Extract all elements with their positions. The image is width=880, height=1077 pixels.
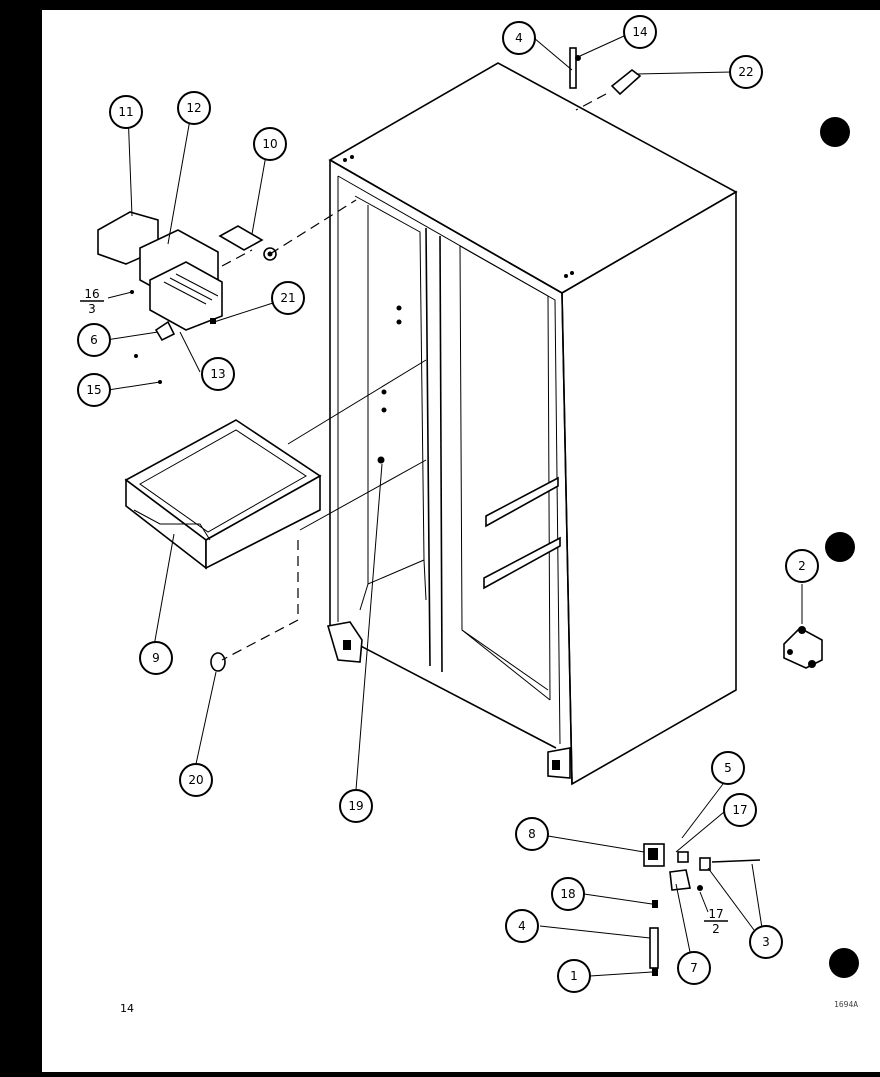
callout-label: 17 bbox=[732, 803, 747, 817]
callout-c13: 13 bbox=[201, 357, 235, 391]
screw-19 bbox=[377, 456, 385, 464]
callout-c2: 2 bbox=[785, 549, 819, 583]
callout-circle bbox=[515, 817, 549, 851]
callout-c11: 11 bbox=[109, 95, 143, 129]
callout-c19: 19 bbox=[339, 789, 373, 823]
callout-circle bbox=[785, 549, 819, 583]
callout-c12: 12 bbox=[177, 91, 211, 125]
callout-c5: 5 bbox=[711, 751, 745, 785]
page-number: 14 bbox=[120, 1002, 134, 1015]
refrigerator-cabinet bbox=[326, 62, 738, 786]
callout-c3: 3 bbox=[749, 925, 783, 959]
callout-circle bbox=[502, 21, 536, 55]
callout-label: 2 bbox=[798, 559, 806, 573]
fraction-label-17-2: 17 2 bbox=[704, 907, 728, 936]
callout-circle bbox=[749, 925, 783, 959]
callout-circle bbox=[253, 127, 287, 161]
fraction-denominator: 3 bbox=[88, 302, 96, 316]
callout-label: 4 bbox=[518, 919, 526, 933]
callout-label: 7 bbox=[690, 961, 698, 975]
callout-circle bbox=[271, 281, 305, 315]
callout-label: 8 bbox=[528, 827, 536, 841]
callout-label: 19 bbox=[348, 799, 363, 813]
callout-circle bbox=[623, 15, 657, 49]
punch-hole-middle bbox=[825, 532, 855, 562]
callout-circle bbox=[505, 909, 539, 943]
callout-c17: 17 bbox=[723, 793, 757, 827]
callout-c4a: 4 bbox=[502, 21, 536, 55]
callout-label: 21 bbox=[280, 291, 295, 305]
callout-c1: 1 bbox=[557, 959, 591, 993]
callout-c21: 21 bbox=[271, 281, 305, 315]
callout-label: 3 bbox=[762, 935, 770, 949]
callout-circle bbox=[77, 323, 111, 357]
callout-label: 14 bbox=[632, 25, 647, 39]
callout-c22: 22 bbox=[729, 55, 763, 89]
callout-c4b: 4 bbox=[505, 909, 539, 943]
callout-circle bbox=[177, 91, 211, 125]
water-valve bbox=[783, 626, 823, 669]
callout-label: 5 bbox=[724, 761, 732, 775]
callout-c8: 8 bbox=[515, 817, 549, 851]
bottom-hinge-assembly bbox=[643, 843, 761, 976]
plug-20 bbox=[210, 652, 226, 672]
callout-circle bbox=[711, 751, 745, 785]
callout-label: 18 bbox=[560, 887, 575, 901]
callout-circle bbox=[201, 357, 235, 391]
callout-label: 9 bbox=[152, 651, 160, 665]
callout-circle bbox=[77, 373, 111, 407]
callout-circle bbox=[729, 55, 763, 89]
callout-circle bbox=[551, 877, 585, 911]
punch-hole-bottom bbox=[829, 948, 859, 978]
callout-circle bbox=[557, 959, 591, 993]
callout-label: 1 bbox=[570, 969, 578, 983]
callout-c9: 9 bbox=[139, 641, 173, 675]
callout-label: 20 bbox=[188, 773, 203, 787]
callout-circle bbox=[339, 789, 373, 823]
punch-hole-top bbox=[820, 117, 850, 147]
fraction-label-16-3: 16 3 bbox=[80, 287, 104, 316]
callout-c10: 10 bbox=[253, 127, 287, 161]
top-hinge-parts bbox=[569, 47, 642, 96]
leader-lines bbox=[105, 35, 803, 977]
callout-label: 11 bbox=[118, 105, 133, 119]
callout-label: 10 bbox=[262, 137, 277, 151]
callout-circle bbox=[723, 793, 757, 827]
fraction-numerator: 17 bbox=[708, 907, 723, 921]
callout-c7: 7 bbox=[677, 951, 711, 985]
callout-c6: 6 bbox=[77, 323, 111, 357]
callout-circle bbox=[179, 763, 213, 797]
callout-circle bbox=[677, 951, 711, 985]
callout-c18: 18 bbox=[551, 877, 585, 911]
fraction-numerator: 16 bbox=[84, 287, 99, 301]
callout-circle bbox=[139, 641, 173, 675]
fraction-denominator: 2 bbox=[712, 922, 720, 936]
callout-label: 4 bbox=[515, 31, 523, 45]
diagram-code: 1694A bbox=[834, 1000, 859, 1009]
callout-c20: 20 bbox=[179, 763, 213, 797]
callout-label: 6 bbox=[90, 333, 98, 347]
callout-c14: 14 bbox=[623, 15, 657, 49]
callout-c15: 15 bbox=[77, 373, 111, 407]
ice-maker-assembly bbox=[97, 211, 277, 384]
callout-label: 22 bbox=[738, 65, 753, 79]
callout-label: 12 bbox=[186, 101, 201, 115]
callout-circle bbox=[109, 95, 143, 129]
callout-label: 15 bbox=[86, 383, 101, 397]
callout-label: 13 bbox=[210, 367, 225, 381]
ice-bucket bbox=[124, 419, 322, 570]
